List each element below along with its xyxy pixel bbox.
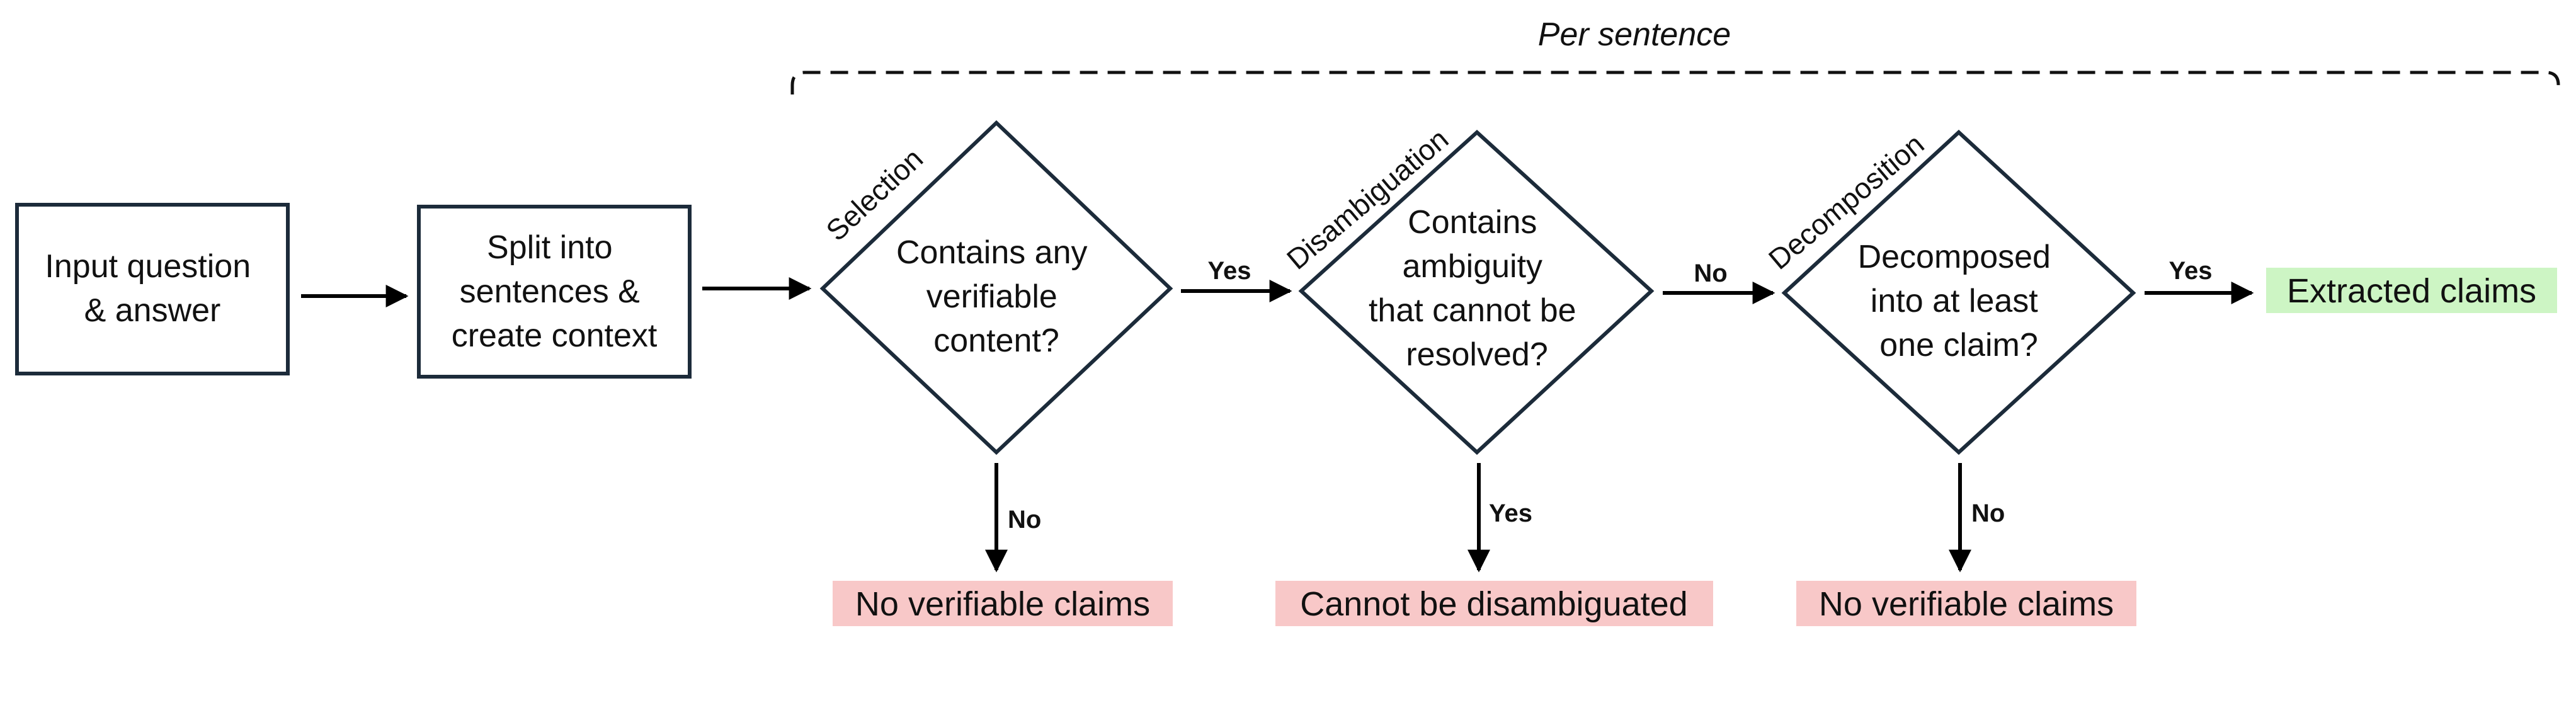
edge-label-decomposition-yes: Yes <box>2169 257 2213 285</box>
decomposition-node: Decomposed into at least one claim? Deco… <box>1762 127 2136 455</box>
extracted-claims-label: Extracted claims <box>2287 272 2536 310</box>
cannot-disambiguate-node: Cannot be disambiguated <box>1275 581 1713 626</box>
disambiguation-line-1: Contains <box>1408 204 1537 241</box>
decomposition-question: Decomposed into at least one claim? <box>1858 239 2060 363</box>
decomposition-line-2: into at least <box>1871 283 2038 319</box>
no-claims-selection-box <box>833 581 1173 626</box>
selection-line-2: verifiable <box>926 278 1057 315</box>
disambiguation-diamond <box>1298 129 1655 455</box>
selection-line-1: Contains any <box>896 234 1088 271</box>
no-claims-selection-label: No verifiable claims <box>855 585 1150 623</box>
edge-label-disambiguation-yes: Yes <box>1489 500 1532 527</box>
edge-label-decomposition-no: No <box>1971 500 2005 527</box>
split-line-3: create context <box>452 317 658 354</box>
extracted-claims-node: Extracted claims <box>2266 268 2557 313</box>
selection-line-3: content? <box>933 323 1059 359</box>
input-label: Input question & answer <box>45 248 259 329</box>
disambiguation-line-3: that cannot be <box>1369 292 1576 329</box>
no-claims-decomposition-node: No verifiable claims <box>1796 581 2136 626</box>
input-box <box>15 203 290 375</box>
input-line-1: Input question <box>45 248 251 285</box>
decomposition-line-3: one claim? <box>1879 327 2037 363</box>
decomposition-line-1: Decomposed <box>1858 239 2051 275</box>
no-claims-decomposition-label: No verifiable claims <box>1819 585 2114 623</box>
edge-label-selection-yes: Yes <box>1208 257 1251 285</box>
cannot-disambiguate-label: Cannot be disambiguated <box>1300 585 1687 623</box>
selection-node: Contains any verifiable content? Selecti… <box>819 120 1173 455</box>
disambiguation-line-2: ambiguity <box>1402 248 1542 285</box>
disambiguation-line-4: resolved? <box>1406 336 1547 373</box>
decomposition-diamond <box>1781 129 2136 455</box>
input-line-2: & answer <box>84 292 221 329</box>
no-claims-selection-node: No verifiable claims <box>833 581 1173 626</box>
per-sentence-bracket <box>790 71 2560 94</box>
split-node: Split into sentences & create context <box>417 205 692 379</box>
per-sentence-label: Per sentence <box>1538 16 1731 53</box>
edge-label-selection-no: No <box>1008 506 1041 534</box>
split-line-1: Split into <box>487 229 612 266</box>
selection-diamond <box>819 120 1173 455</box>
extracted-claims-box <box>2266 268 2557 313</box>
disambiguation-node: Contains ambiguity that cannot be resolv… <box>1280 122 1655 455</box>
no-claims-decomposition-box <box>1796 581 2136 626</box>
edge-label-disambiguation-no: No <box>1694 260 1727 287</box>
split-label: Split into sentences & create context <box>452 229 658 354</box>
split-line-2: sentences & <box>460 273 640 310</box>
input-node: Input question & answer <box>15 203 290 375</box>
cannot-disambiguate-box <box>1275 581 1713 626</box>
disambiguation-question: Contains ambiguity that cannot be resolv… <box>1369 204 1585 373</box>
selection-question: Contains any verifiable content? <box>896 234 1097 359</box>
split-box <box>417 205 692 379</box>
